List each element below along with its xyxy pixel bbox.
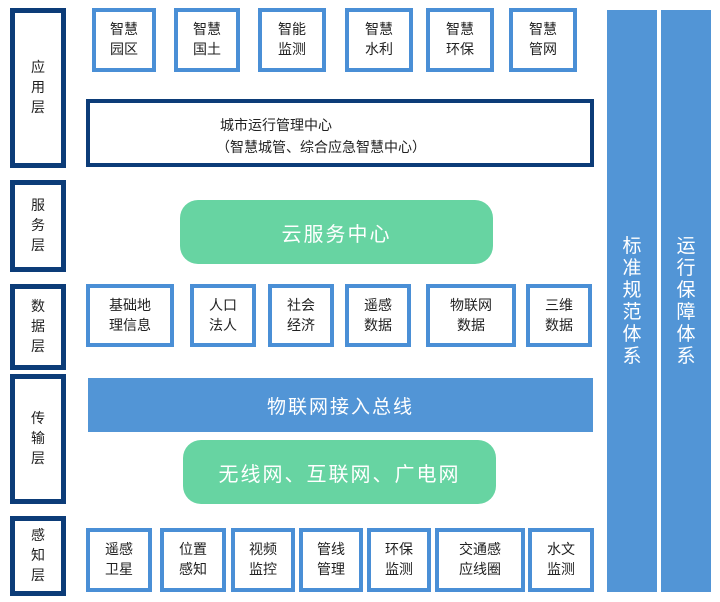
sensing-box-label: 视频 监控 [249, 542, 277, 578]
city-center-title: 城市运行管理中心 [220, 118, 332, 134]
data-box-label: 基础地 理信息 [109, 297, 151, 334]
app-box-label: 智慧 国土 [193, 22, 221, 58]
app-box: 智慧 水利 [345, 8, 413, 72]
sensing-box: 遥感 卫星 [86, 528, 152, 592]
sensing-box-label: 管线 管理 [317, 542, 345, 578]
data-box: 遥感 数据 [345, 284, 411, 347]
layer-application-label: 应 用 层 [31, 60, 45, 116]
layer-service-label: 服 务 层 [31, 198, 45, 254]
layer-service: 服 务 层 [10, 180, 66, 272]
app-box: 智慧 园区 [92, 8, 156, 72]
data-box-label: 物联网 数据 [450, 297, 492, 334]
operations-system-bar: 运 行 保 障 体 系 [661, 10, 711, 592]
cloud-service-center: 云服务中心 [180, 200, 493, 264]
sensing-box-label: 遥感 卫星 [105, 542, 133, 578]
layer-application: 应 用 层 [10, 8, 66, 168]
iot-access-bus-label: 物联网接入总线 [266, 395, 414, 418]
operations-system-label: 运 行 保 障 体 系 [676, 235, 696, 367]
layer-sensing-label: 感 知 层 [31, 528, 45, 584]
data-box-label: 社会 经济 [287, 297, 315, 334]
sensing-box-label: 环保 监测 [385, 542, 413, 578]
app-box-label: 智慧 管网 [529, 22, 557, 58]
layer-data-label: 数 据 层 [31, 299, 45, 355]
app-box: 智慧 国土 [174, 8, 240, 72]
app-box: 智慧 管网 [509, 8, 577, 72]
standards-system-label: 标 准 规 范 体 系 [622, 235, 642, 367]
layer-sensing: 感 知 层 [10, 516, 66, 596]
app-box-label: 智慧 环保 [446, 22, 474, 58]
sensing-box: 视频 监控 [231, 528, 295, 592]
layer-transport: 传 输 层 [10, 374, 66, 504]
city-center-subtitle: （智慧城管、综合应急智慧中心） [216, 140, 426, 156]
sensing-box-label: 位置 感知 [179, 542, 207, 578]
sensing-box: 交通感 应线圈 [435, 528, 525, 592]
data-box: 基础地 理信息 [86, 284, 174, 347]
network-layer: 无线网、互联网、广电网 [183, 440, 496, 504]
sensing-box-label: 水文 监测 [547, 542, 575, 578]
layer-transport-label: 传 输 层 [31, 411, 45, 467]
data-box: 人口 法人 [190, 284, 256, 347]
cloud-service-label: 云服务中心 [281, 221, 392, 246]
sensing-box: 水文 监测 [528, 528, 594, 592]
network-layer-label: 无线网、互联网、广电网 [218, 461, 461, 486]
app-box: 智能 监测 [258, 8, 326, 72]
layer-data: 数 据 层 [10, 284, 66, 370]
app-box-label: 智慧 园区 [110, 22, 138, 58]
standards-system-bar: 标 准 规 范 体 系 [607, 10, 657, 592]
data-box: 社会 经济 [268, 284, 334, 347]
sensing-box: 位置 感知 [160, 528, 226, 592]
app-box-label: 智慧 水利 [365, 22, 393, 58]
data-box: 物联网 数据 [426, 284, 516, 347]
sensing-box: 环保 监测 [367, 528, 431, 592]
app-box-label: 智能 监测 [278, 22, 306, 58]
sensing-box: 管线 管理 [299, 528, 363, 592]
data-box-label: 遥感 数据 [364, 297, 392, 334]
app-box: 智慧 环保 [426, 8, 494, 72]
iot-access-bus: 物联网接入总线 [88, 378, 593, 432]
sensing-box-label: 交通感 应线圈 [459, 542, 501, 578]
data-box-label: 人口 法人 [209, 297, 237, 334]
data-box: 三维 数据 [526, 284, 592, 347]
data-box-label: 三维 数据 [545, 297, 573, 334]
city-operation-center: 城市运行管理中心 （智慧城管、综合应急智慧中心） [86, 99, 594, 167]
